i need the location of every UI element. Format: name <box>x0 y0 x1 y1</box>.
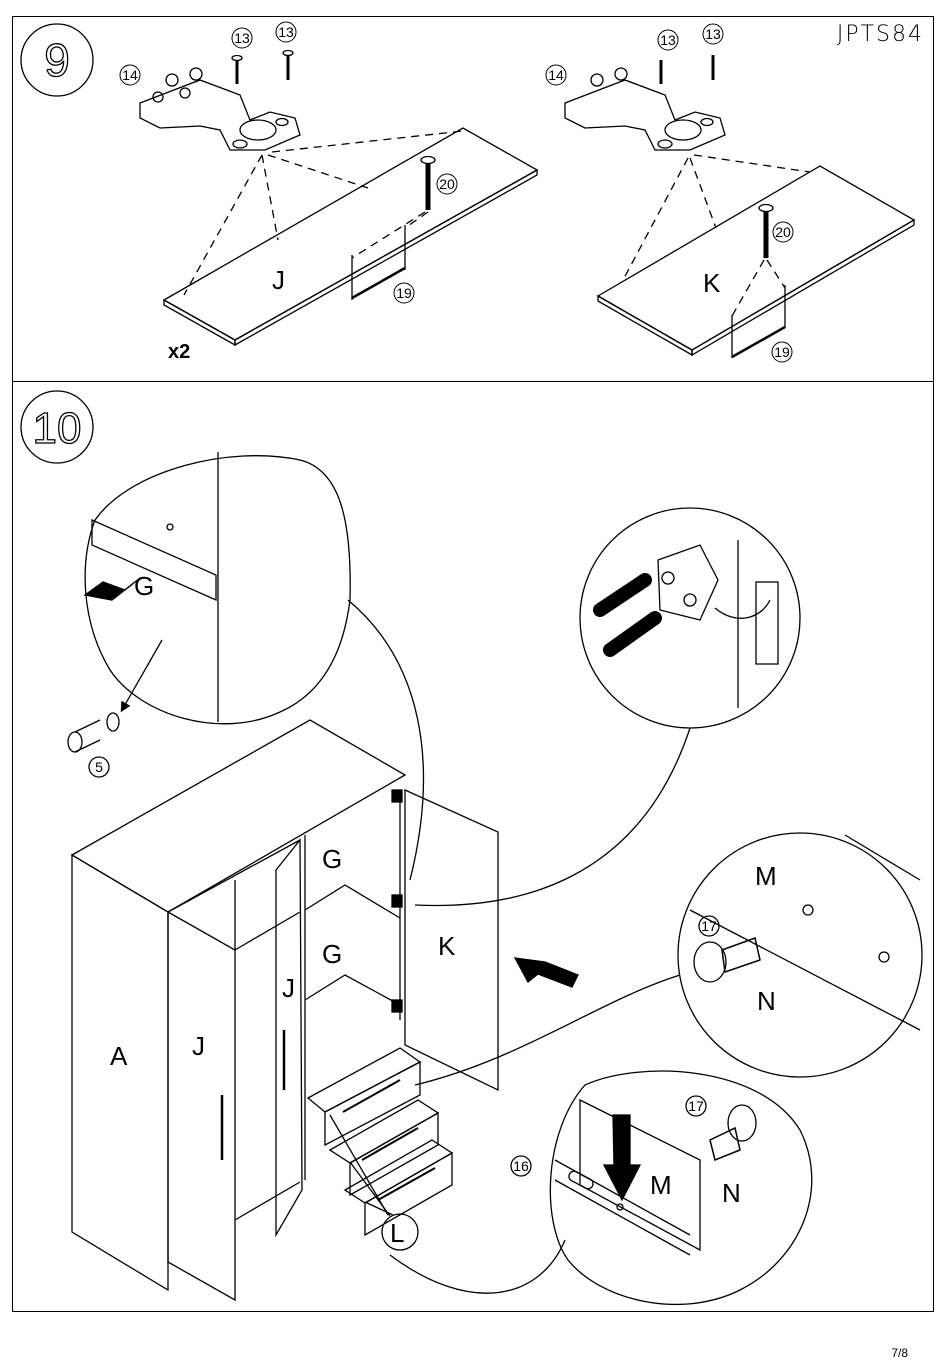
label-detail-g: G <box>134 571 154 601</box>
screw-icon <box>232 51 293 85</box>
label-panel-j-right: J <box>282 973 295 1003</box>
label-panel-k: K <box>703 268 721 298</box>
label-panel-j: J <box>272 265 285 295</box>
label-panel-l: L <box>390 1218 404 1248</box>
label-panel-a: A <box>110 1041 128 1071</box>
handle-screw-icon <box>759 205 773 259</box>
hinge-icon <box>565 68 725 150</box>
detail-shelf <box>68 452 423 880</box>
label-panel-g-top: G <box>322 844 342 874</box>
step-10: 10 <box>21 391 922 1304</box>
screw-icon <box>661 55 713 84</box>
hinge-icon <box>140 68 300 150</box>
step-9: 9 <box>21 24 914 358</box>
guide-lines <box>184 131 463 295</box>
panel-j <box>164 128 537 340</box>
part-16: 16 <box>513 1158 529 1174</box>
part-14: 14 <box>548 67 564 83</box>
label-detail-m: M <box>755 861 777 891</box>
handle-screw-icon <box>421 157 435 211</box>
label-multiplier: x2 <box>168 341 190 363</box>
label-slide-m: M <box>650 1170 672 1200</box>
label-panel-k: K <box>438 931 456 961</box>
label-panel-g-mid: G <box>322 939 342 969</box>
part-20: 20 <box>775 224 791 240</box>
part-14: 14 <box>122 67 138 83</box>
part-19: 19 <box>396 285 412 301</box>
part-17: 17 <box>688 1098 704 1114</box>
part-19: 19 <box>774 344 790 360</box>
detail-drawer <box>415 833 922 1085</box>
insert-arrow-icon <box>515 958 578 987</box>
part-5: 5 <box>95 759 103 775</box>
part-13: 13 <box>234 30 250 46</box>
detail-slide <box>390 1071 812 1304</box>
panel-k <box>598 166 914 350</box>
label-slide-n: N <box>722 1178 741 1208</box>
part-17: 17 <box>701 918 717 934</box>
part-13: 13 <box>705 26 721 42</box>
step-9-number: 9 <box>44 34 70 86</box>
label-detail-n: N <box>757 986 776 1016</box>
detail-hinge <box>415 508 800 906</box>
label-panel-j-left: J <box>192 1031 205 1061</box>
part-13: 13 <box>278 24 294 40</box>
step-10-number: 10 <box>33 404 82 453</box>
cabinet <box>72 720 498 1300</box>
part-20: 20 <box>439 176 455 192</box>
part-13: 13 <box>660 32 676 48</box>
